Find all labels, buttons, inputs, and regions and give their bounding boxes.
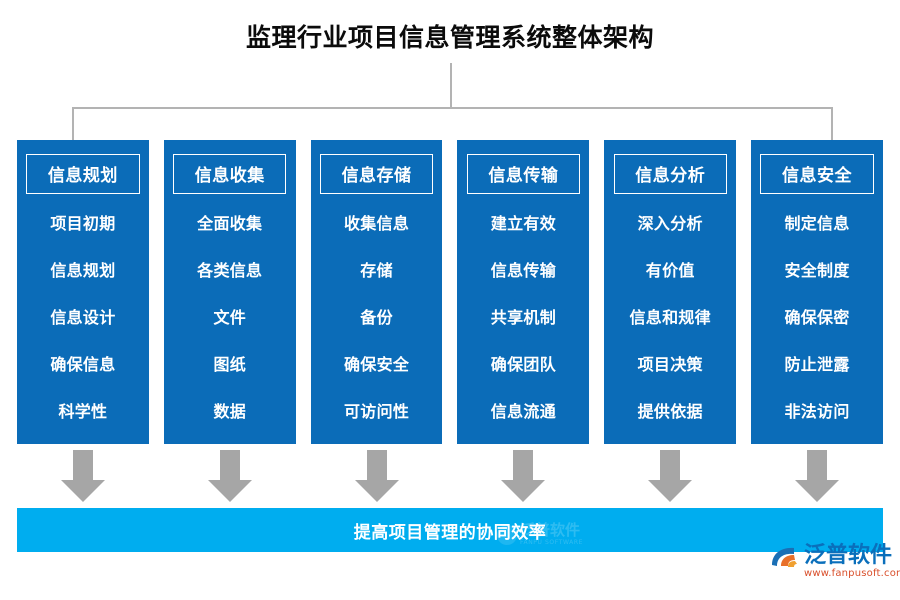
arrow-cell-2 <box>164 450 296 502</box>
arrow-down-icon <box>795 450 840 502</box>
pillar-item: 备份 <box>360 307 393 327</box>
brand-logo: 泛普软件 www.fanpusoft.com <box>770 545 900 579</box>
pillar-item: 制定信息 <box>784 213 850 233</box>
pillar-item-list: 收集信息 存储 备份 确保安全 可访问性 <box>311 194 443 444</box>
pillar-header: 信息分析 <box>613 154 727 194</box>
pillar-item: 防止泄露 <box>784 355 850 375</box>
logo-url: www.fanpusoft.com <box>804 568 900 579</box>
pillar-item: 收集信息 <box>343 213 410 233</box>
arrow-down-icon <box>354 450 399 502</box>
pillar-item: 安全制度 <box>784 260 850 280</box>
pillar-item: 存储 <box>360 260 393 280</box>
pillar-item-list: 建立有效 信息传输 共享机制 确保团队 信息流通 <box>457 194 589 444</box>
pillar-item: 有价值 <box>645 260 695 280</box>
pillar-item-list: 深入分析 有价值 信息和规律 项目决策 提供依据 <box>604 194 736 444</box>
pillar-item: 深入分析 <box>637 213 703 233</box>
down-arrow-row <box>17 450 883 502</box>
fanpu-logo-icon <box>770 545 800 575</box>
pillar-item: 文件 <box>213 307 247 327</box>
pillar-item: 提供依据 <box>637 402 703 422</box>
pillar-column-2[interactable]: 信息收集 全面收集 各类信息 文件 图纸 数据 <box>163 140 296 444</box>
pillar-header: 信息规划 <box>26 154 140 194</box>
connector-stem <box>450 63 452 108</box>
pillar-item: 信息传输 <box>490 260 556 280</box>
pillar-item: 共享机制 <box>490 307 556 327</box>
pillar-column-6[interactable]: 信息安全 制定信息 安全制度 确保保密 防止泄露 非法访问 <box>751 140 883 444</box>
arrow-down-icon <box>207 450 252 502</box>
outcome-bar: 提高项目管理的协同效率 <box>17 508 883 552</box>
pillar-item-list: 制定信息 安全制度 确保保密 防止泄露 非法访问 <box>751 194 883 444</box>
arrow-down-icon <box>501 450 546 502</box>
pillar-header: 信息收集 <box>173 154 287 194</box>
arrow-cell-3 <box>311 450 443 502</box>
arrow-cell-4 <box>457 450 589 502</box>
pillar-item: 科学性 <box>58 402 108 422</box>
connector-drop-left <box>72 107 74 140</box>
pillar-item: 图纸 <box>213 355 247 375</box>
pillar-columns: 信息规划 项目初期 信息规划 信息设计 确保信息 科学性 信息收集 全面收集 各… <box>17 140 883 444</box>
pillar-item: 确保安全 <box>343 355 410 375</box>
pillar-item: 信息规划 <box>50 260 116 280</box>
pillar-item-list: 项目初期 信息规划 信息设计 确保信息 科学性 <box>17 194 149 444</box>
pillar-item: 项目初期 <box>50 213 116 233</box>
arrow-cell-1 <box>17 450 149 502</box>
logo-company-name: 泛普软件 <box>804 543 893 568</box>
pillar-header: 信息传输 <box>466 154 581 194</box>
pillar-item: 项目决策 <box>637 355 703 375</box>
page-title: 监理行业项目信息管理系统整体架构 <box>245 23 654 52</box>
pillar-item: 建立有效 <box>490 213 556 233</box>
pillar-item: 数据 <box>213 402 247 422</box>
pillar-item: 各类信息 <box>197 260 263 280</box>
connector-drop-right <box>831 107 833 140</box>
pillar-column-4[interactable]: 信息传输 建立有效 信息传输 共享机制 确保团队 信息流通 <box>457 140 590 444</box>
pillar-item: 信息设计 <box>50 307 116 327</box>
pillar-column-5[interactable]: 信息分析 深入分析 有价值 信息和规律 项目决策 提供依据 <box>604 140 737 444</box>
pillar-header: 信息安全 <box>760 154 874 194</box>
pillar-item: 可访问性 <box>343 402 410 422</box>
pillar-column-3[interactable]: 信息存储 收集信息 存储 备份 确保安全 可访问性 <box>310 140 443 444</box>
pillar-item-list: 全面收集 各类信息 文件 图纸 数据 <box>164 194 296 444</box>
arrow-down-icon <box>60 450 105 502</box>
connector-horizontal-bar <box>72 107 832 109</box>
outcome-bar-label: 提高项目管理的协同效率 <box>353 522 547 543</box>
pillar-item: 确保保密 <box>784 307 850 327</box>
pillar-header: 信息存储 <box>319 154 434 194</box>
pillar-item: 信息流通 <box>490 402 556 422</box>
arrow-down-icon <box>648 450 693 502</box>
pillar-item: 确保信息 <box>50 355 116 375</box>
pillar-item: 非法访问 <box>784 402 850 422</box>
arrow-cell-5 <box>604 450 736 502</box>
pillar-item: 信息和规律 <box>629 307 711 327</box>
pillar-column-1[interactable]: 信息规划 项目初期 信息规划 信息设计 确保信息 科学性 <box>17 140 149 444</box>
pillar-item: 确保团队 <box>490 355 556 375</box>
arrow-cell-6 <box>751 450 883 502</box>
pillar-item: 全面收集 <box>197 213 263 233</box>
